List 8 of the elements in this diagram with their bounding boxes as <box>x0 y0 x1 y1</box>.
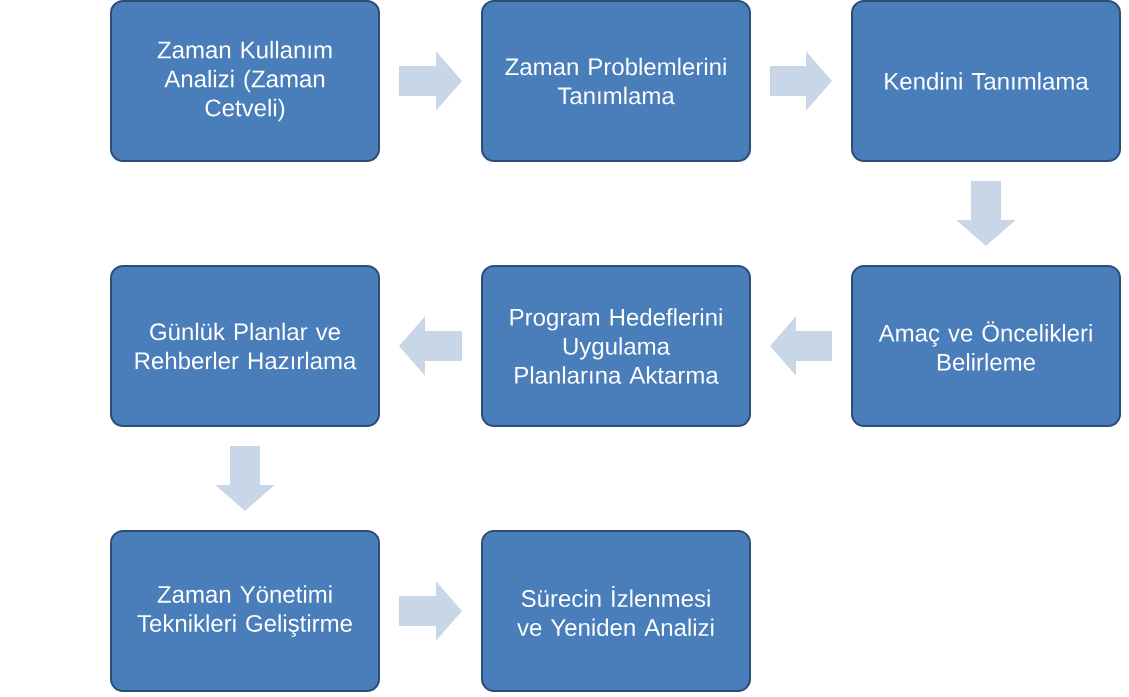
process-box: Program Hedeflerini Uygulama Planlarına Aktarma <box>481 265 751 427</box>
process-box: Zaman Yönetimi Teknikleri Geliştirme <box>110 530 380 692</box>
process-box: Zaman Kullanım Analizi (Zaman Cetveli) <box>110 0 380 162</box>
process-box: Amaç ve Öncelikleri Belirleme <box>851 265 1121 427</box>
process-box: Zaman Problemlerini Tanımlama <box>481 0 751 162</box>
process-box: Sürecin İzlenmesi ve Yeniden Analizi <box>481 530 751 692</box>
process-box: Kendini Tanımlama <box>851 0 1121 162</box>
process-box: Günlük Planlar ve Rehberler Hazırlama <box>110 265 380 427</box>
